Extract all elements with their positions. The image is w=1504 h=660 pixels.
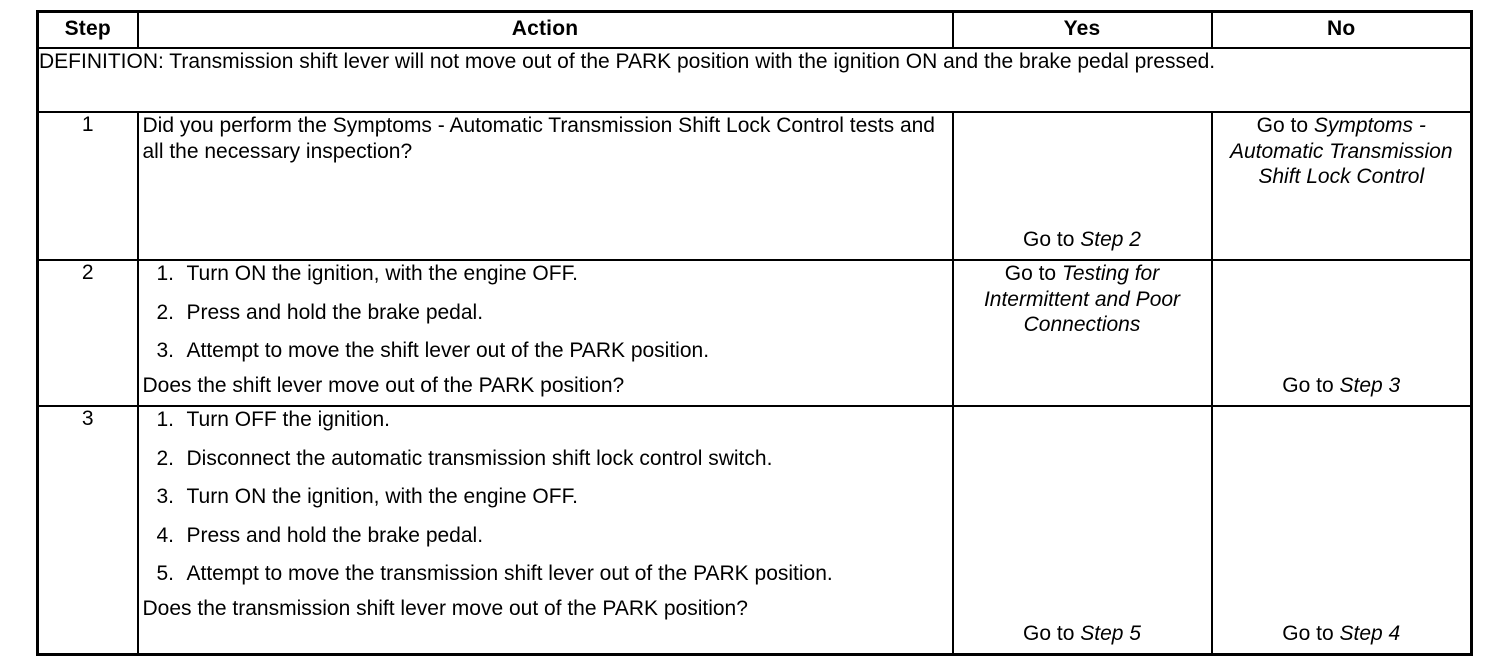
- substep-number: 2.: [156, 300, 175, 324]
- yes-branch-text: Go to Step 5: [954, 621, 1211, 653]
- diagnostic-steps-table: Step Action Yes No DEFINITION: Transmiss…: [36, 10, 1473, 656]
- substep-text: Turn ON the ignition, with the engine OF…: [186, 262, 578, 285]
- yes-goto-target[interactable]: Testing for Intermittent and Poor Connec…: [983, 262, 1181, 337]
- no-goto-prefix: Go to: [1256, 114, 1314, 137]
- no-branch: Go to Step 4: [1210, 405, 1473, 656]
- yes-branch-text: Go to Step 2: [954, 227, 1211, 259]
- step-number: 1: [36, 111, 139, 261]
- list-item: 1. Turn OFF the ignition.: [139, 407, 952, 433]
- column-header-yes: Yes: [951, 10, 1213, 49]
- table-header-row: Step Action Yes No: [36, 10, 1473, 49]
- list-item: 4. Press and hold the brake pedal.: [139, 523, 952, 549]
- yes-goto-prefix: Go to: [1023, 622, 1081, 646]
- step-number: 2: [36, 259, 139, 407]
- action-substep-list: 1. Turn OFF the ignition. 2. Disconnect …: [139, 407, 952, 587]
- column-header-no: No: [1210, 10, 1473, 49]
- no-branch: Go to Symptoms - Automatic Transmission …: [1210, 111, 1473, 261]
- substep-text: Attempt to move the transmission shift l…: [186, 562, 833, 586]
- substep-number: 5.: [156, 562, 175, 586]
- yes-goto-prefix: Go to: [1004, 262, 1062, 285]
- substep-number: 3.: [156, 339, 175, 363]
- list-item: 1. Turn ON the ignition, with the engine…: [139, 261, 952, 287]
- yes-branch-text: Go to Testing for Intermittent and Poor …: [954, 261, 1211, 338]
- no-goto-prefix: Go to: [1282, 622, 1340, 646]
- substep-text: Turn OFF the ignition.: [186, 408, 390, 431]
- action-substep-list: 1. Turn ON the ignition, with the engine…: [139, 261, 952, 364]
- table-row: 2 1. Turn ON the ignition, with the engi…: [36, 259, 1473, 407]
- no-branch-text: Go to Symptoms - Automatic Transmission …: [1213, 113, 1471, 190]
- substep-number: 3.: [156, 485, 175, 509]
- list-item: 2. Press and hold the brake pedal.: [139, 300, 952, 326]
- action-question-text: Does the shift lever move out of the PAR…: [142, 373, 625, 397]
- no-branch-text: Go to Step 4: [1213, 621, 1471, 653]
- step-number: 3: [36, 405, 139, 656]
- substep-text: Press and hold the brake pedal.: [186, 300, 484, 324]
- table-row: 1 Did you perform the Symptoms - Automat…: [36, 111, 1473, 261]
- substep-text: Attempt to move the shift lever out of t…: [186, 339, 710, 363]
- substep-text: Disconnect the automatic transmission sh…: [186, 446, 773, 470]
- list-item: 5. Attempt to move the transmission shif…: [139, 561, 952, 587]
- step-action: 1. Turn OFF the ignition. 2. Disconnect …: [136, 405, 954, 656]
- substep-number: 4.: [156, 523, 175, 547]
- yes-branch: Go to Step 2: [951, 111, 1213, 261]
- yes-goto-target[interactable]: Step 5: [1080, 622, 1141, 646]
- no-goto-target[interactable]: Step 4: [1339, 622, 1401, 646]
- list-item: 2. Disconnect the automatic transmission…: [139, 446, 952, 472]
- substep-text: Turn ON the ignition, with the engine OF…: [186, 485, 578, 509]
- no-branch: Go to Step 3: [1210, 259, 1473, 407]
- yes-branch: Go to Step 5: [951, 405, 1213, 656]
- action-question-text: Does the transmission shift lever move o…: [142, 597, 748, 621]
- step-action: Did you perform the Symptoms - Automatic…: [136, 111, 954, 261]
- yes-branch: Go to Testing for Intermittent and Poor …: [951, 259, 1213, 407]
- yes-goto-target[interactable]: Step 2: [1080, 228, 1141, 252]
- table-row: 3 1. Turn OFF the ignition. 2. Disconnec…: [36, 405, 1473, 656]
- substep-text: Press and hold the brake pedal.: [186, 523, 484, 547]
- list-item: 3. Attempt to move the shift lever out o…: [139, 338, 952, 364]
- list-item: 3. Turn ON the ignition, with the engine…: [139, 484, 952, 510]
- column-header-step: Step: [36, 10, 139, 49]
- no-branch-text: Go to Step 3: [1213, 373, 1471, 405]
- no-goto-prefix: Go to: [1282, 374, 1340, 398]
- definition-text: DEFINITION: Transmission shift lever wil…: [36, 47, 1473, 113]
- step-action: 1. Turn ON the ignition, with the engine…: [136, 259, 954, 407]
- action-lead-text: Did you perform the Symptoms - Automatic…: [142, 114, 935, 163]
- substep-number: 1.: [156, 408, 175, 431]
- column-header-action: Action: [136, 10, 954, 49]
- no-goto-target[interactable]: Step 3: [1339, 374, 1401, 398]
- substep-number: 2.: [156, 446, 175, 470]
- yes-goto-prefix: Go to: [1023, 228, 1081, 252]
- substep-number: 1.: [156, 262, 175, 285]
- definition-row: DEFINITION: Transmission shift lever wil…: [36, 47, 1473, 113]
- no-goto-target[interactable]: Symptoms - Automatic Transmission Shift …: [1229, 114, 1453, 189]
